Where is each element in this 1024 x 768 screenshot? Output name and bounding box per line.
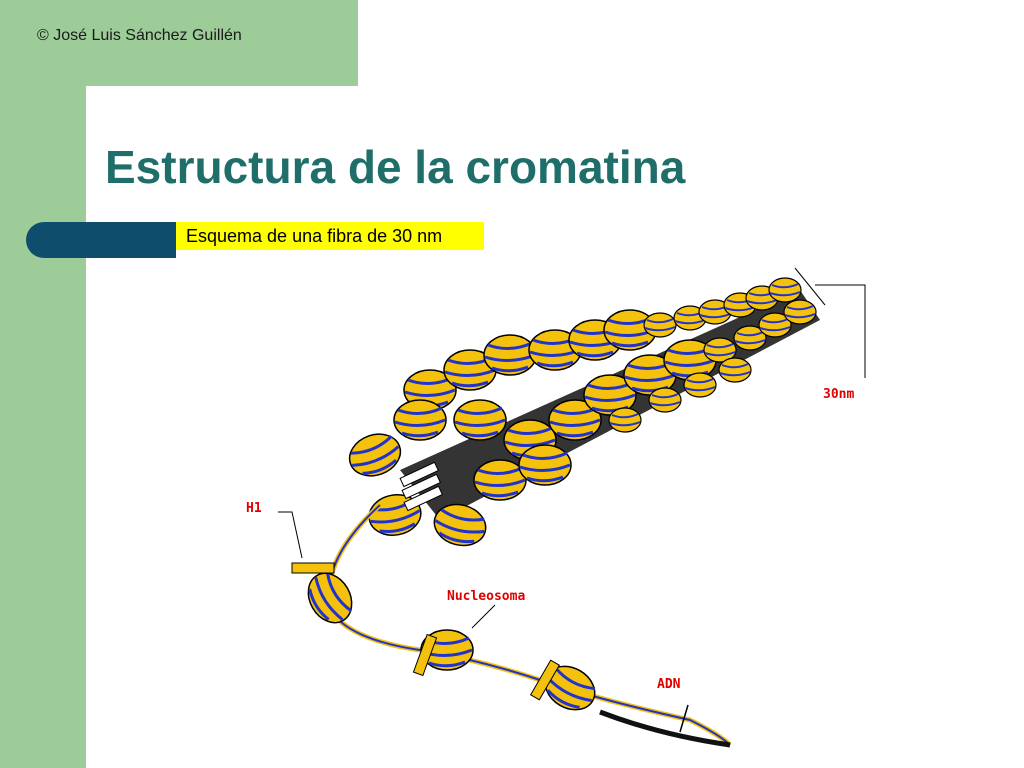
dna-tail: [599, 709, 731, 748]
nucleosome-free: [291, 562, 605, 720]
h1-linker-histone: [529, 659, 561, 701]
leader-dna: [679, 704, 689, 733]
label-30nm: 30nm: [823, 387, 854, 402]
fiber-end-rosette: [342, 398, 573, 553]
accent-pill: [26, 222, 176, 258]
bracket-30nm: [794, 267, 866, 378]
label-h1: H1: [246, 501, 262, 516]
h1-linker-histone: [291, 562, 335, 574]
leader-h1: [278, 511, 303, 559]
subtitle-highlight: Esquema de una fibra de 30 nm: [176, 222, 484, 250]
linker-dna: [326, 503, 732, 747]
linker-dna-stripe: [327, 504, 731, 746]
h1-linker-histone: [412, 633, 438, 677]
h1-core-tubes: [399, 461, 443, 512]
leader-nucleosome: [471, 604, 496, 629]
slide-title: Estructura de la cromatina: [105, 141, 686, 193]
label-nucleosome: Nucleosoma: [447, 589, 525, 604]
label-dna: ADN: [657, 677, 681, 692]
sidebar-green-strip: [0, 0, 86, 768]
copyright-text: © José Luis Sánchez Guillén: [37, 27, 242, 44]
slide-subtitle: Esquema de una fibra de 30 nm: [186, 226, 443, 246]
